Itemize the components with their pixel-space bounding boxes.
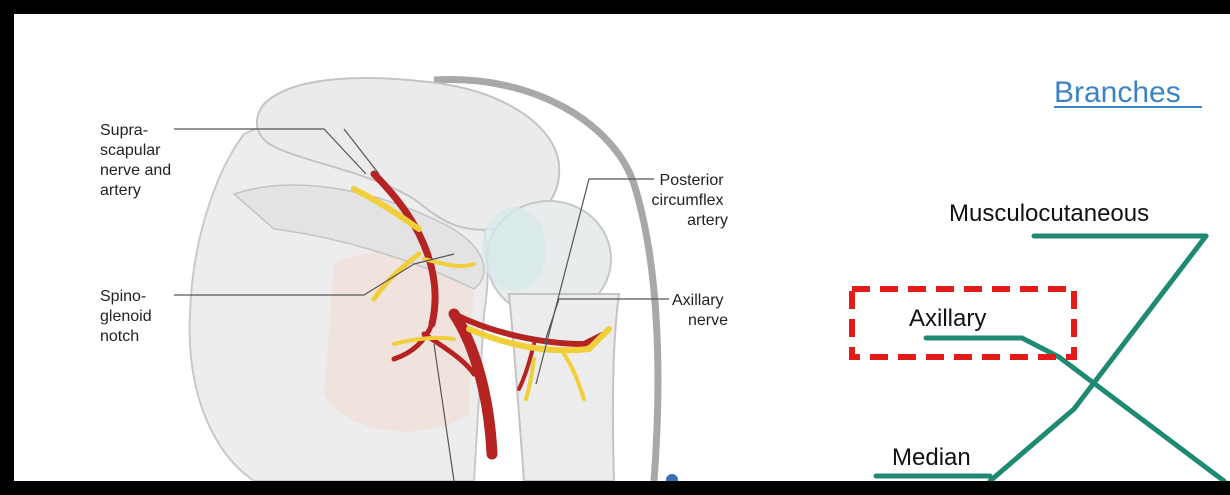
marker-dot: [666, 474, 678, 481]
label-posterior-circumflex: Posterior circumflex artery: [652, 172, 728, 229]
label-axillary-nerve: Axillary nerve: [672, 292, 728, 329]
branches-diagram: Branches Musculocutaneous Axillary Media…: [852, 76, 1224, 481]
slide-canvas: Supra- scapular nerve and artery Spino- …: [14, 14, 1230, 481]
shoulder-illustration: Supra- scapular nerve and artery Spino- …: [100, 78, 728, 481]
glenoid: [482, 207, 546, 291]
branch-median: Median: [892, 444, 971, 471]
label-suprascapular: Supra- scapular nerve and artery: [100, 122, 176, 199]
slide-svg: Supra- scapular nerve and artery Spino- …: [14, 14, 1230, 481]
branch-musculocutaneous: Musculocutaneous: [949, 200, 1149, 227]
humerus: [509, 294, 619, 481]
branch-axillary: Axillary: [909, 305, 986, 332]
branches-title: Branches: [1054, 76, 1181, 109]
label-spinoglenoid: Spino- glenoid notch: [100, 288, 156, 345]
